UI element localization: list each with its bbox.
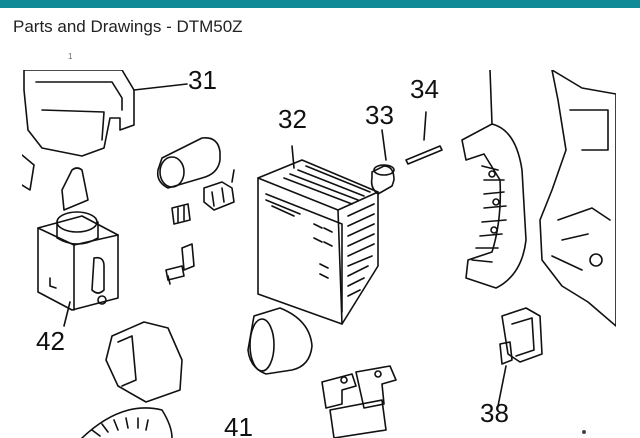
part-connectors[interactable] xyxy=(165,169,235,285)
drawing-viewer[interactable]: 31 32 33 34 42 38 41 xyxy=(22,70,616,438)
part-label-34[interactable]: 34 xyxy=(410,74,439,104)
part-33-bushing[interactable] xyxy=(370,129,395,195)
part-42-switch[interactable] xyxy=(37,167,119,327)
part-34-pin[interactable] xyxy=(405,111,443,165)
part-bracket-clips[interactable] xyxy=(321,365,397,438)
top-accent-bar xyxy=(0,0,640,8)
part-38-clip[interactable] xyxy=(497,307,543,407)
part-41-knob[interactable] xyxy=(81,321,183,438)
part-label-38[interactable]: 38 xyxy=(480,398,509,428)
part-bearing-sleeve[interactable] xyxy=(247,307,313,375)
part-label-31[interactable]: 31 xyxy=(188,70,217,95)
part-label-33[interactable]: 33 xyxy=(365,100,394,130)
parts-diagram xyxy=(22,70,616,438)
part-label-41[interactable]: 41 xyxy=(224,412,253,438)
part-32-controller[interactable] xyxy=(257,145,379,325)
part-brush-holder[interactable] xyxy=(461,70,527,289)
part-sleeve[interactable] xyxy=(156,136,221,189)
page-title: Parts and Drawings - DTM50Z xyxy=(13,17,243,36)
part-label-42[interactable]: 42 xyxy=(36,326,65,356)
part-housing-right[interactable] xyxy=(539,70,616,327)
part-31-housing[interactable] xyxy=(22,70,188,191)
part-label-32[interactable]: 32 xyxy=(278,104,307,134)
page-number: 1 xyxy=(68,52,73,61)
